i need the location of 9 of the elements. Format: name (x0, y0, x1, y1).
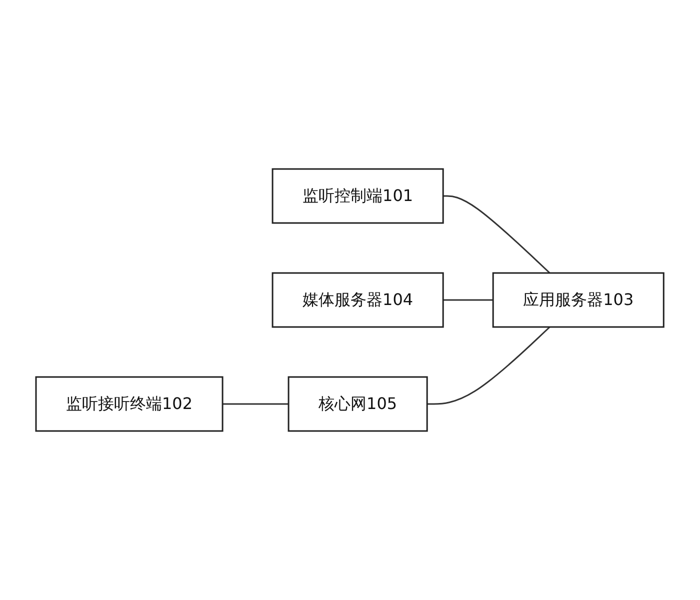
node-box: 应用服务器103 (492, 272, 665, 328)
node-box: 监听接听终端102 (35, 376, 224, 432)
connector (443, 299, 494, 301)
node-box: 媒体服务器104 (272, 272, 444, 328)
node-box: 监听控制端101 (272, 168, 444, 224)
node-box: 核心网105 (288, 376, 428, 432)
connector (222, 403, 289, 405)
connector (427, 326, 550, 405)
connector (443, 195, 550, 274)
